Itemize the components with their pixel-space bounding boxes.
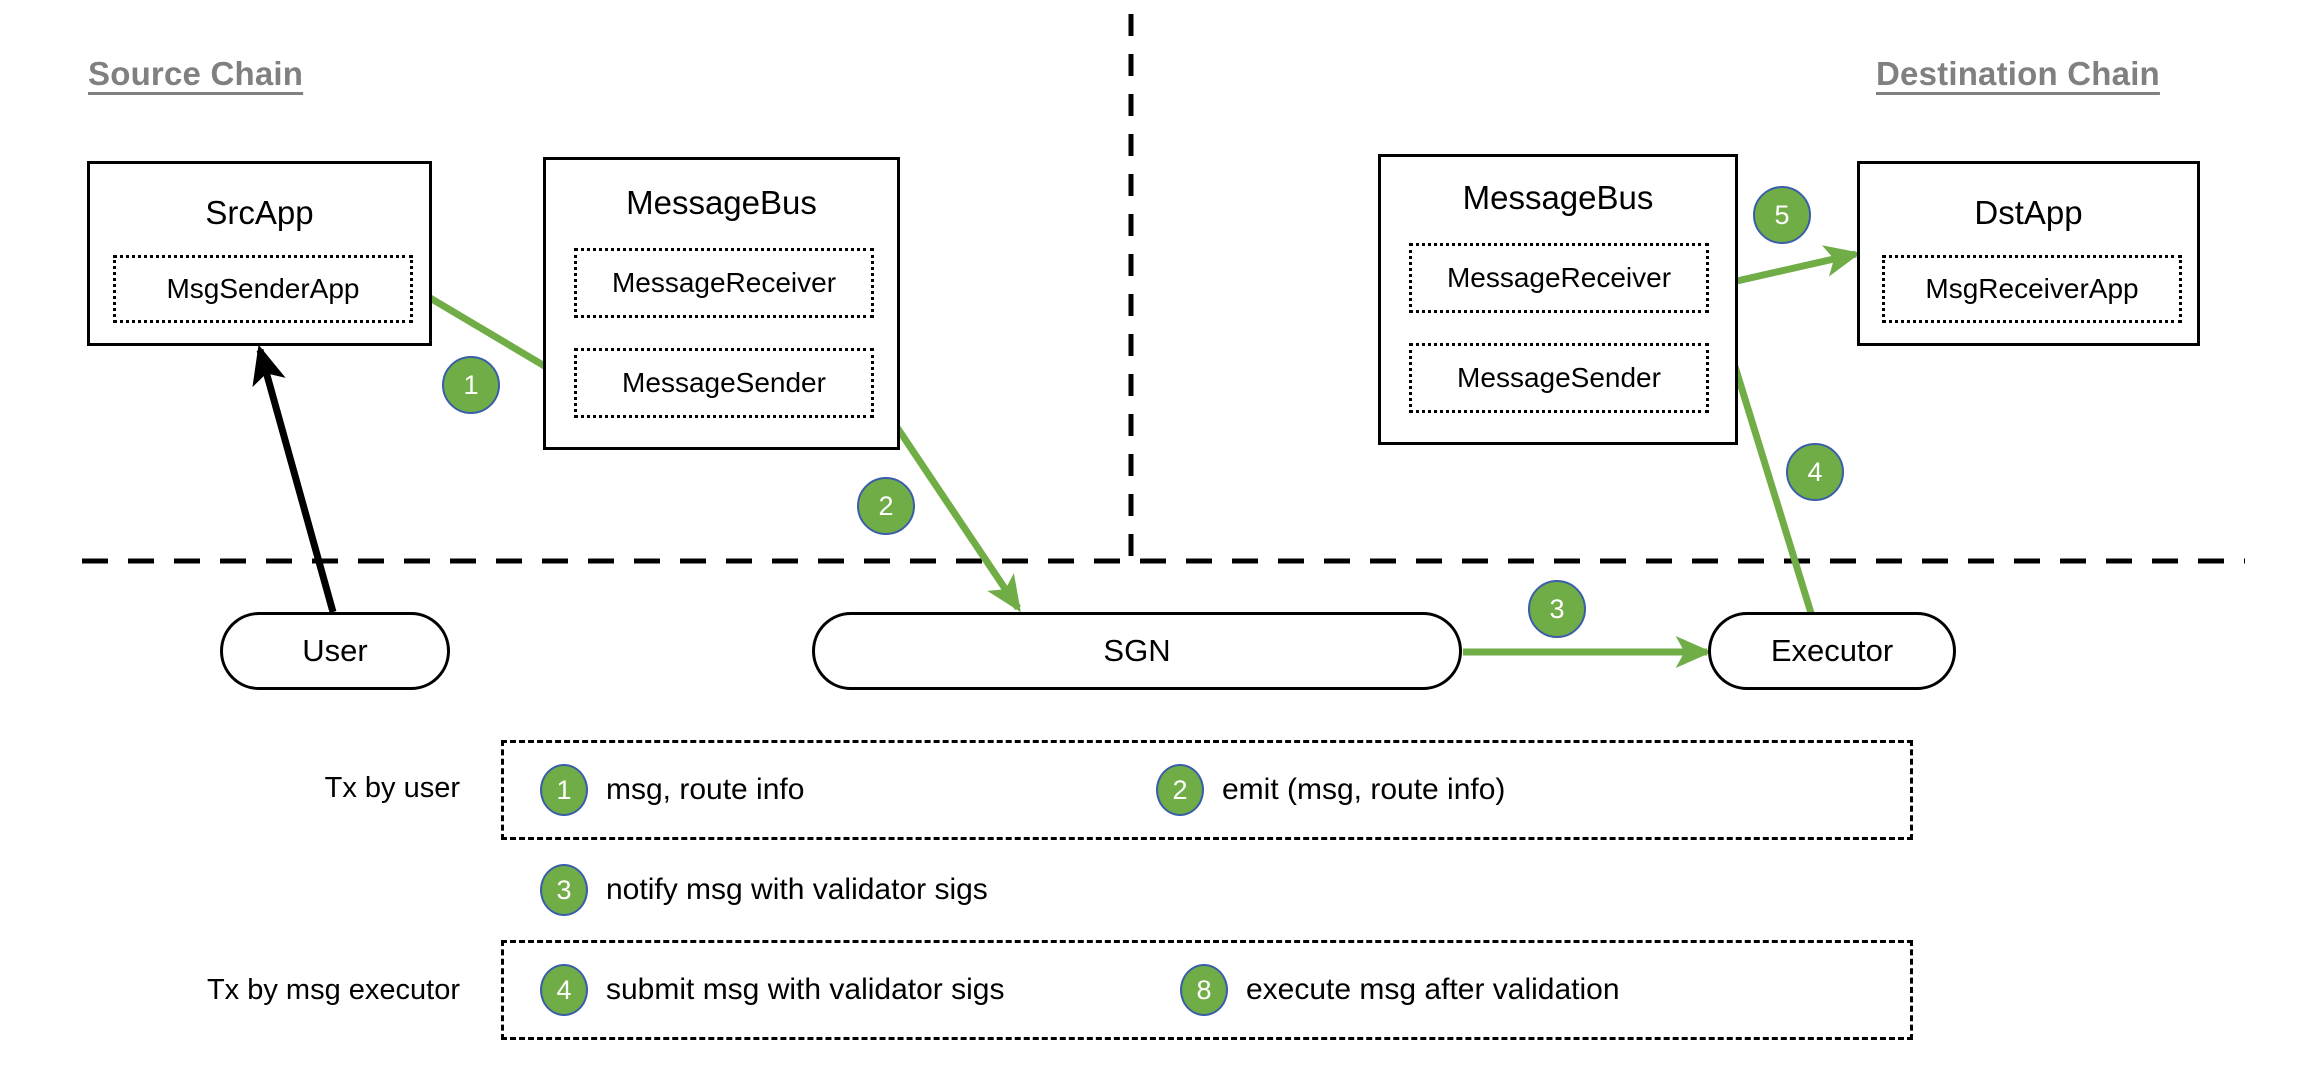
dstapp-box[interactable]: DstApp MsgReceiverApp	[1857, 161, 2200, 346]
source-messagebus-receiver-label: MessageReceiver	[611, 267, 837, 298]
legend-row1-box	[501, 740, 1913, 840]
step-badge-1: 1	[442, 356, 500, 414]
destination-messagebus-sender-label: MessageSender	[1457, 362, 1661, 393]
srcapp-title: SrcApp	[205, 194, 314, 231]
legend-badge-1: 1	[540, 764, 588, 816]
destination-chain-heading: Destination Chain	[1876, 55, 2160, 92]
source-messagebus-module-messagereceiver[interactable]: MessageReceiver	[574, 248, 874, 318]
dstapp-module-label: MsgReceiverApp	[1925, 273, 2139, 304]
source-messagebus-title: MessageBus	[626, 184, 817, 221]
source-chain-heading: Source Chain	[88, 55, 304, 92]
legend-text-1: msg, route info	[606, 773, 805, 806]
dstapp-title: DstApp	[1974, 194, 2083, 231]
actor-user[interactable]: User	[220, 612, 450, 690]
actor-executor-label: Executor	[1770, 633, 1894, 668]
actor-user-label: User	[302, 633, 368, 668]
legend-entry-3: 3 notify msg with validator sigs	[540, 864, 988, 916]
legend-entry-8: 8 execute msg after validation	[1180, 964, 1620, 1016]
destination-messagebus-module-messagereceiver[interactable]: MessageReceiver	[1409, 243, 1709, 313]
destination-messagebus-module-messagesender[interactable]: MessageSender	[1409, 343, 1709, 413]
dstapp-module-msgreceiverapp[interactable]: MsgReceiverApp	[1882, 255, 2182, 323]
legend-text-4: submit msg with validator sigs	[606, 973, 1005, 1006]
legend-row2-box	[501, 940, 1913, 1040]
legend-row2-label: Tx by msg executor	[206, 974, 460, 1006]
source-messagebus-sender-label: MessageSender	[622, 367, 826, 398]
destination-messagebus-receiver-label: MessageReceiver	[1446, 262, 1672, 293]
legend-row1-label: Tx by user	[324, 772, 460, 804]
arrow-user-to-srcapp	[252, 344, 337, 613]
legend-text-2: emit (msg, route info)	[1222, 773, 1506, 806]
legend-badge-8: 8	[1180, 964, 1228, 1016]
legend-text-3: notify msg with validator sigs	[606, 873, 988, 906]
actor-executor[interactable]: Executor	[1708, 612, 1956, 690]
srcapp-module-msgsenderapp[interactable]: MsgSenderApp	[113, 255, 413, 323]
legend-badge-2: 2	[1156, 764, 1204, 816]
srcapp-module-label: MsgSenderApp	[166, 273, 360, 304]
actor-sgn[interactable]: SGN	[812, 612, 1462, 690]
destination-messagebus-box[interactable]: MessageBus MessageReceiver MessageSender	[1378, 154, 1738, 445]
step-badge-4: 4	[1786, 443, 1844, 501]
legend-entry-2: 2 emit (msg, route info)	[1156, 764, 1505, 816]
step-badge-3: 3	[1528, 580, 1586, 638]
destination-messagebus-title: MessageBus	[1462, 179, 1654, 216]
source-messagebus-module-messagesender[interactable]: MessageSender	[574, 348, 874, 418]
legend-badge-4: 4	[540, 964, 588, 1016]
legend-text-8: execute msg after validation	[1246, 973, 1620, 1006]
legend-entry-4: 4 submit msg with validator sigs	[540, 964, 1004, 1016]
step-badge-5: 5	[1753, 186, 1811, 244]
legend-entry-1: 1 msg, route info	[540, 764, 804, 816]
legend-badge-3: 3	[540, 864, 588, 916]
actor-sgn-label: SGN	[1103, 633, 1171, 668]
srcapp-box[interactable]: SrcApp MsgSenderApp	[87, 161, 432, 346]
step-badge-2: 2	[857, 477, 915, 535]
source-messagebus-box[interactable]: MessageBus MessageReceiver MessageSender	[543, 157, 900, 450]
